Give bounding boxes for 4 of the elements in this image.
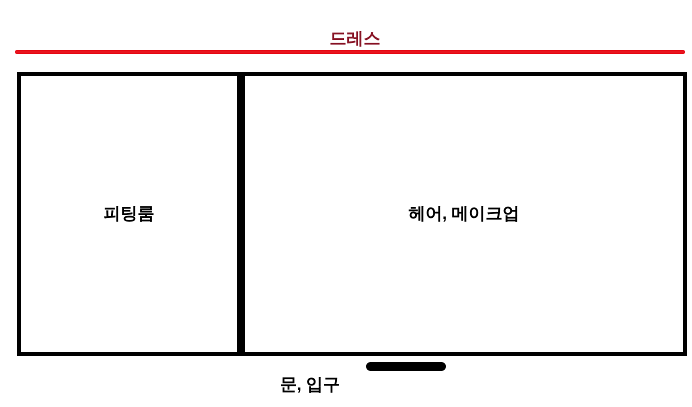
area-label: 드레스 <box>328 28 382 50</box>
area-label: 문, 입구 <box>278 374 342 396</box>
room-label: 헤어, 메이크업 <box>408 203 520 226</box>
room-label: 피팅룸 <box>104 203 154 226</box>
